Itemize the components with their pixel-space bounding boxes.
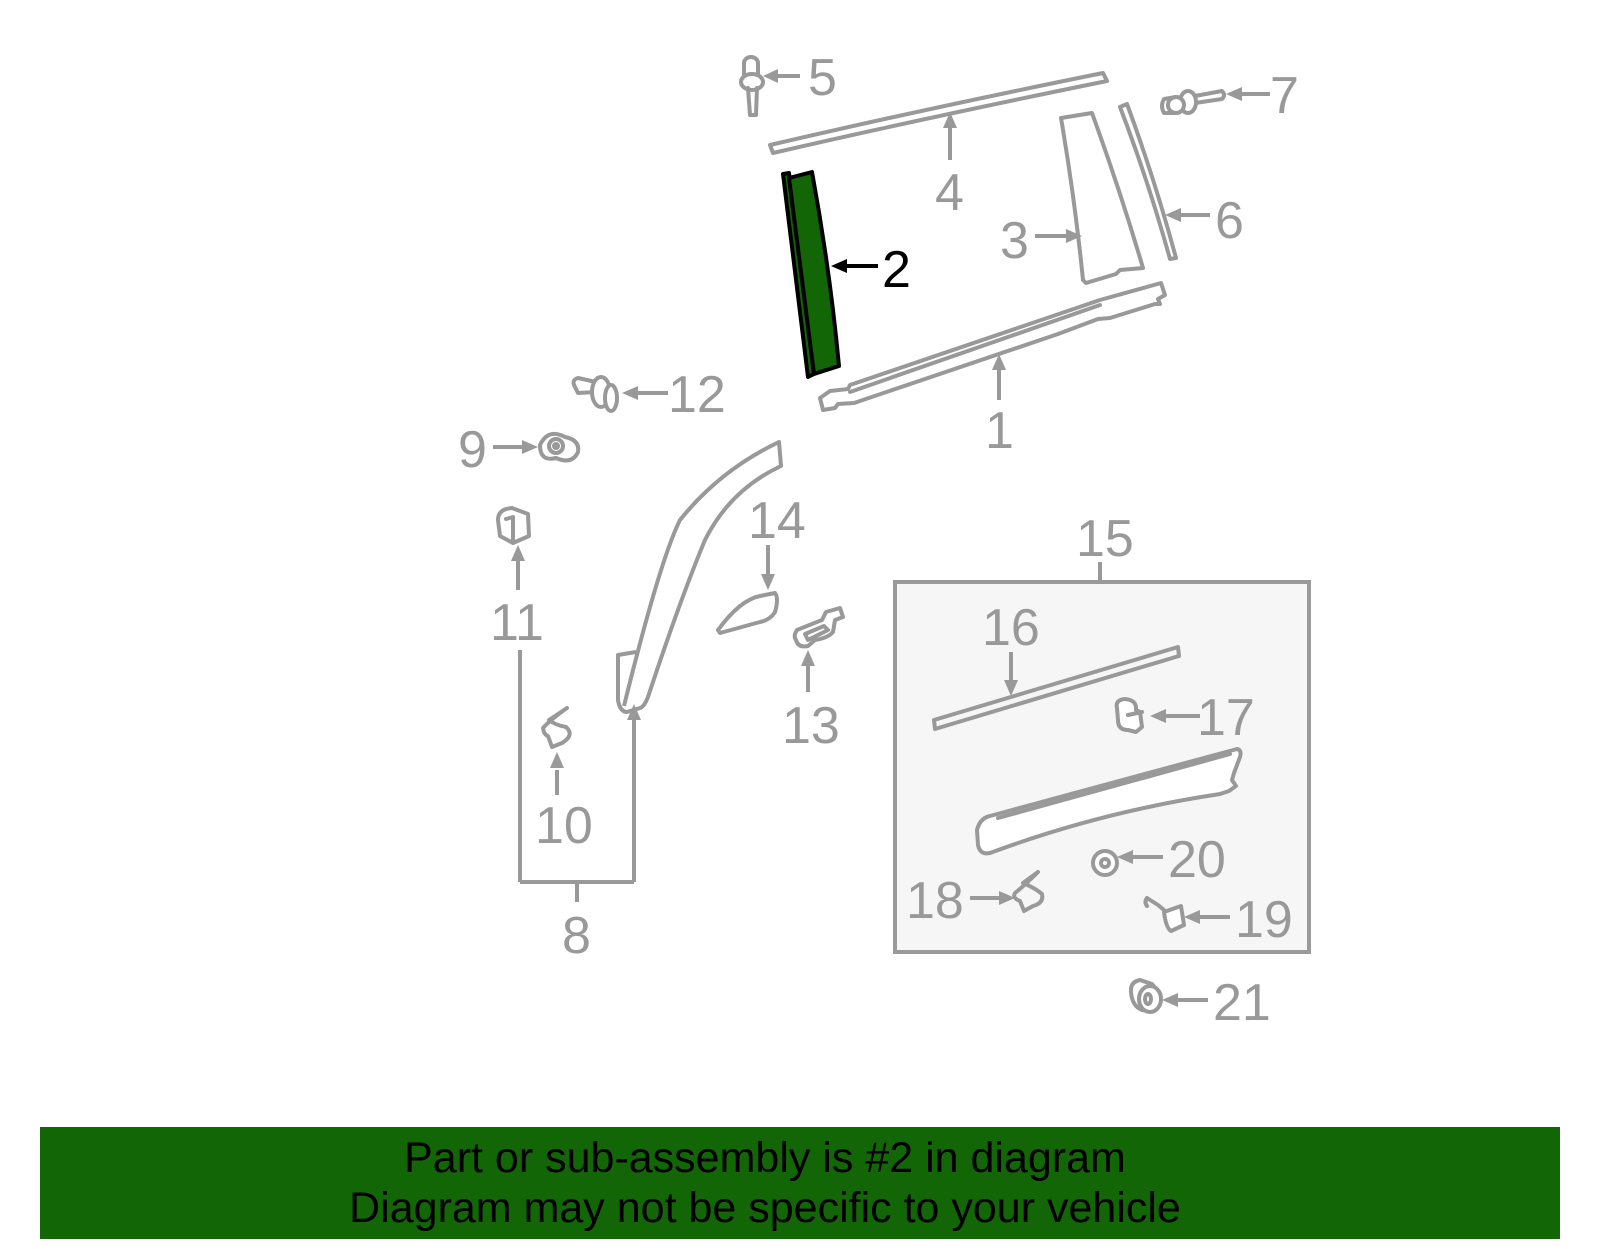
part-9-nut[interactable]: 9 (458, 421, 581, 479)
callout-8: 8 (562, 907, 591, 965)
part-6-seal-strip[interactable]: 6 (1118, 102, 1244, 261)
callout-2: 2 (882, 241, 911, 299)
part-21-nut[interactable]: 21 (1128, 974, 1271, 1032)
info-banner: Part or sub-assembly is #2 in diagram Di… (40, 1127, 1560, 1239)
callout-7: 7 (1270, 67, 1299, 125)
callout-10: 10 (535, 797, 593, 855)
part-2-applique-highlighted[interactable]: 2 (781, 170, 911, 379)
callout-14: 14 (748, 492, 806, 550)
part-11-clip[interactable]: 11 (490, 506, 544, 652)
part-17-clip[interactable]: 17 (1114, 689, 1255, 747)
callout-20: 20 (1168, 831, 1226, 889)
callout-12: 12 (668, 366, 726, 424)
part-15-kit-box[interactable]: 15 (893, 510, 1311, 954)
callout-4: 4 (935, 164, 964, 222)
callout-13: 13 (782, 697, 840, 755)
part-14-pad[interactable]: 14 (716, 492, 806, 635)
callout-16: 16 (982, 599, 1040, 657)
callout-9: 9 (458, 421, 487, 479)
banner-line-disclaimer: Diagram may not be specific to your vehi… (349, 1184, 1181, 1232)
callout-18: 18 (906, 872, 964, 930)
callout-6: 6 (1215, 192, 1244, 250)
part-15-side-molding[interactable] (975, 747, 1243, 856)
callout-19: 19 (1235, 891, 1293, 949)
callout-3: 3 (1000, 212, 1029, 270)
part-5-clip[interactable]: 5 (739, 49, 837, 117)
callout-15: 15 (1076, 510, 1134, 568)
callout-1: 1 (985, 402, 1014, 460)
part-13-clip[interactable]: 13 (782, 606, 845, 755)
part-10-clip[interactable]: 10 (535, 706, 593, 855)
callout-21: 21 (1213, 974, 1271, 1032)
callout-11: 11 (490, 594, 544, 652)
part-4-roof-molding[interactable]: 4 (768, 71, 1109, 222)
part-18-clip[interactable]: 18 (906, 870, 1045, 930)
part-19-clip[interactable]: 19 (1143, 891, 1293, 949)
callout-17: 17 (1197, 689, 1255, 747)
part-12-clip[interactable]: 12 (571, 366, 726, 424)
banner-line-part-number: Part or sub-assembly is #2 in diagram (404, 1134, 1126, 1182)
part-3-pillar-garnish[interactable]: 3 (1000, 111, 1145, 285)
part-8-arch-molding[interactable]: 8 (518, 440, 783, 965)
part-1-belt-molding[interactable]: 1 (818, 281, 1167, 460)
callout-5: 5 (808, 49, 837, 107)
part-7-clip[interactable]: 7 (1160, 67, 1299, 125)
part-20-nut[interactable]: 20 (1091, 831, 1226, 889)
part-16-tape[interactable]: 16 (932, 599, 1181, 731)
